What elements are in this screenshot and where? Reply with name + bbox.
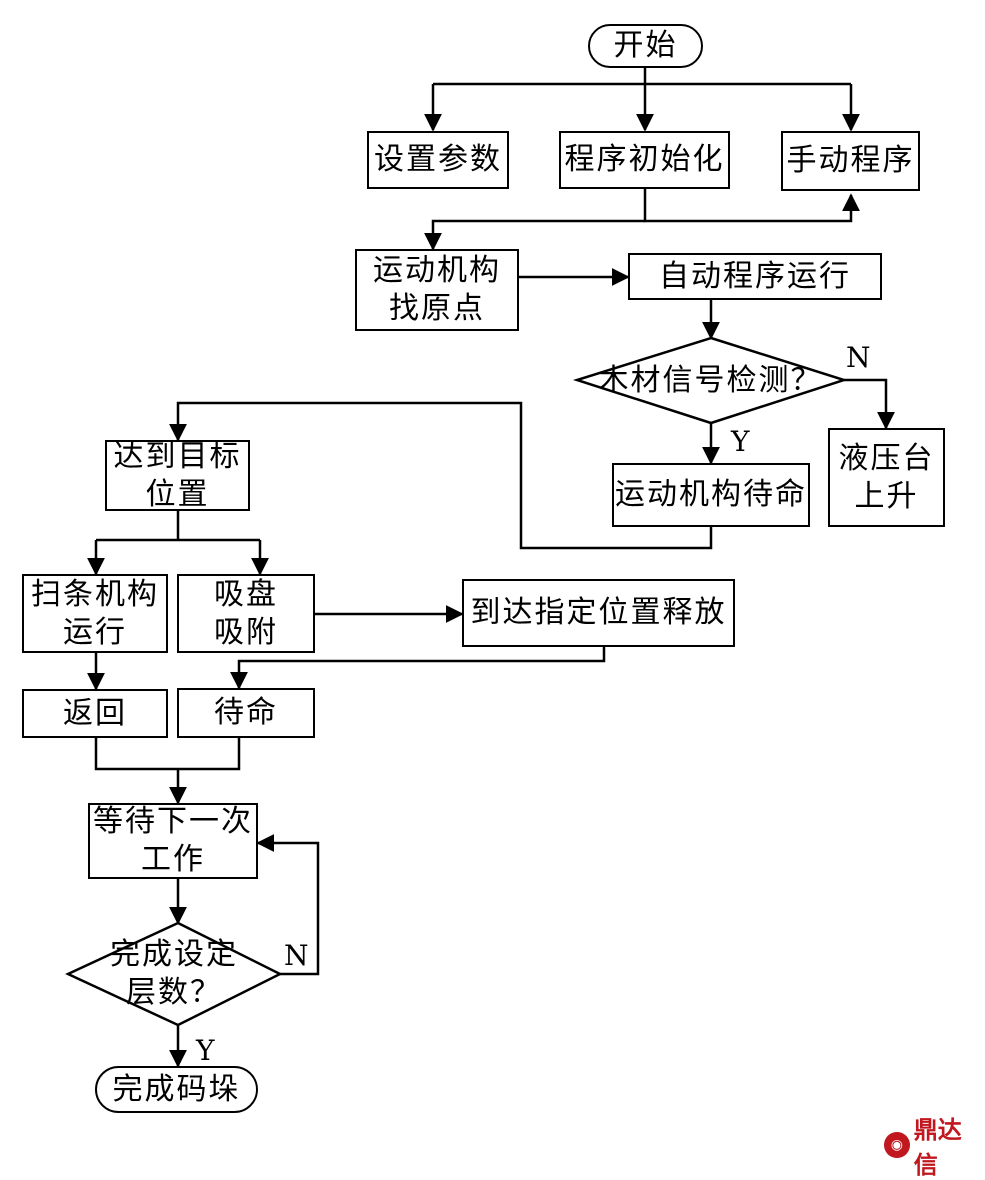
start-node: 开始 <box>588 24 703 68</box>
connectors <box>65 66 895 1068</box>
done-node: 完成码垛 <box>95 1066 258 1113</box>
suction-box: 吸盘 吸附 <box>177 574 315 653</box>
release-box: 到达指定位置释放 <box>462 579 735 647</box>
layers-text: 完成设定 层数？ <box>68 923 280 1025</box>
auto-run-box: 自动程序运行 <box>628 253 882 300</box>
wait-next-line-1: 等待下一次 <box>93 804 253 839</box>
layers-line-1: 完成设定 <box>110 937 238 972</box>
standby-box: 运动机构待命 <box>612 463 810 527</box>
sweep-line-1: 扫条机构 <box>31 576 159 612</box>
hydraulic-line-1: 液压台 <box>838 440 935 476</box>
sweep-line-2: 运行 <box>63 614 127 650</box>
detect-yes-label: Y <box>731 425 750 458</box>
reach-line-2: 位置 <box>145 476 210 512</box>
hydraulic-line-2: 上升 <box>854 478 919 514</box>
layers-no-label: N <box>284 939 309 972</box>
flowchart: 开始 设置参数 程序初始化 手动程序 运动机构 找原点 自动程序运行 木材信号检… <box>22 24 962 1179</box>
detect-text: 木材信号检测？ <box>598 362 823 398</box>
watermark-text: 鼎达信 <box>913 1116 962 1179</box>
suction-line-2: 吸附 <box>214 614 278 650</box>
reach-target-box: 达到目标 位置 <box>105 438 250 512</box>
manual-box: 手动程序 <box>781 131 920 191</box>
wait-next-line-2: 工作 <box>141 842 205 877</box>
wait-box: 待命 <box>177 688 315 738</box>
return-box: 返回 <box>22 689 168 738</box>
layers-diamond <box>65 921 283 1027</box>
sweep-box: 扫条机构 运行 <box>22 574 168 653</box>
wechat-icon: ◉ <box>884 1132 910 1158</box>
homing-line-1: 运动机构 <box>373 253 501 288</box>
reach-line-1: 达到目标 <box>113 438 242 474</box>
set-params-box: 设置参数 <box>367 131 509 189</box>
homing-line-2: 找原点 <box>389 291 485 326</box>
detect-no-label: N <box>846 341 871 374</box>
detect-diamond <box>572 336 849 425</box>
layers-line-2: 层数？ <box>126 975 222 1010</box>
hydraulic-box: 液压台 上升 <box>828 428 945 527</box>
suction-line-1: 吸盘 <box>214 576 278 612</box>
init-box: 程序初始化 <box>559 131 730 189</box>
wait-next-box: 等待下一次 工作 <box>88 803 258 879</box>
layers-yes-label: Y <box>196 1034 215 1067</box>
homing-box: 运动机构 找原点 <box>355 249 519 331</box>
watermark: ◉ 鼎达信 <box>884 1110 985 1180</box>
